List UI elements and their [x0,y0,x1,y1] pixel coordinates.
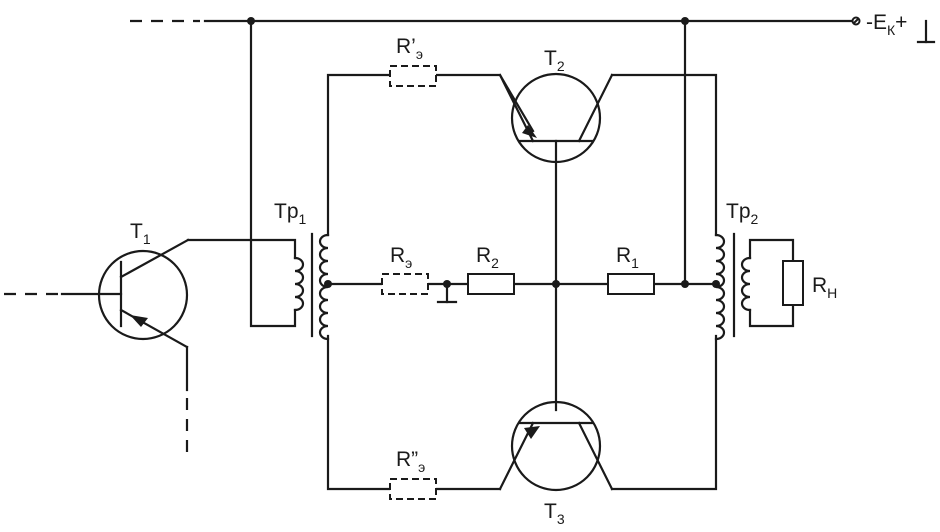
load-top-wire [748,238,795,263]
junction-r1-rail [681,280,689,288]
tr1-label: Tp1 [274,200,307,227]
transformer-tr2 [714,232,752,341]
tr1-bottom-wire [326,334,502,491]
r1-label: R1 [616,244,639,271]
junction-tr1-center [324,280,332,288]
resistor-re-dprime [389,478,437,500]
t1-label: T1 [130,220,151,247]
re-prime-label: R’э [396,35,423,62]
ground-symbol [436,282,458,304]
tr1-primary-return-wire [249,19,297,328]
transistor-t2 [498,72,614,412]
transistor-t3 [498,400,614,492]
resistor-re [381,273,429,295]
t2-label: T2 [544,47,565,74]
re-label: Rэ [390,244,412,271]
supply-label: -EК+ [866,11,907,38]
tr2-label: Tp2 [726,200,759,227]
junction-rail-right [681,17,689,25]
supply-rail [130,16,861,26]
supply-ground-symbol [916,19,936,44]
load-bottom-wire [748,303,795,328]
tr1-top-wire [326,73,535,237]
transformer-tr1 [293,232,330,341]
resistor-rh [782,260,804,306]
resistor-r2 [467,273,515,295]
junction-center [552,280,560,288]
rh-label: RН [812,274,837,301]
t1-collector-wire [186,238,297,260]
t3-label: T3 [544,500,565,527]
re-dprime-label: R”э [396,448,425,475]
junction-rail-left [247,17,255,25]
resistor-re-prime [389,65,437,87]
r2-label: R2 [476,244,499,271]
resistor-r1 [607,273,655,295]
t2-collector-wire [610,73,718,237]
t3-collector-wire [610,334,718,491]
